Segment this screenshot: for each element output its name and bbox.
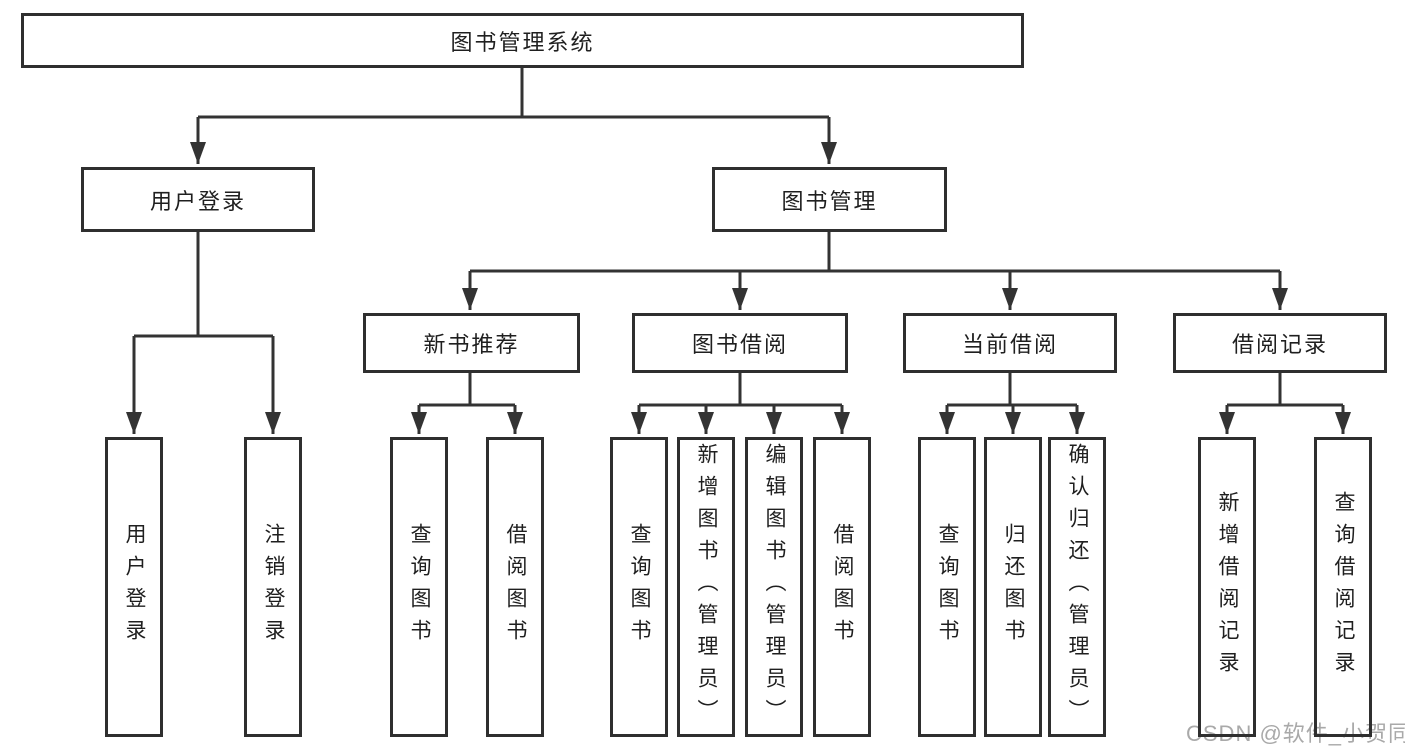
csdn-watermark: CSDN @软件_小贺同学: [1186, 721, 1405, 746]
leaf-confirm-return-admin: 确认归还（管理员）: [1048, 437, 1106, 737]
leaf-borrow-books-1-label: 借阅图书: [504, 523, 527, 651]
node-root-label: 图书管理系统: [450, 29, 595, 55]
leaf-add-book-admin: 新增图书（管理员）: [677, 437, 735, 737]
leaf-return-book-label: 归还图书: [1002, 523, 1025, 651]
node-current-borrow-label: 当前借阅: [961, 332, 1058, 357]
node-borrow-records-label: 借阅记录: [1231, 332, 1328, 357]
leaf-logout: 注销登录: [244, 437, 302, 737]
leaf-query-books-1-label: 查询图书: [408, 523, 431, 651]
leaf-logout-label: 注销登录: [262, 523, 285, 651]
connector-book-borrow-to-leaves: [631, 373, 850, 434]
node-new-book-recommend: 新书推荐: [363, 313, 580, 373]
leaf-add-book-admin-label: 新增图书（管理员）: [695, 443, 718, 731]
leaf-borrow-books-1: 借阅图书: [486, 437, 544, 737]
leaf-confirm-return-admin-label: 确认归还（管理员）: [1066, 443, 1089, 731]
connector-book-management-to-level3: [462, 232, 1288, 310]
leaf-query-books-3-label: 查询图书: [936, 523, 959, 651]
leaf-query-borrow-record: 查询借阅记录: [1314, 437, 1372, 737]
connector-current-borrow-to-leaves: [939, 373, 1085, 434]
leaf-add-borrow-record-label: 新增借阅记录: [1216, 491, 1239, 683]
node-user-login-label: 用户登录: [149, 188, 246, 214]
leaf-borrow-books-2: 借阅图书: [813, 437, 871, 737]
node-current-borrow: 当前借阅: [903, 313, 1117, 373]
leaf-query-books-3: 查询图书: [918, 437, 976, 737]
leaf-user-login-label: 用户登录: [123, 523, 146, 651]
node-new-book-recommend-label: 新书推荐: [423, 332, 520, 357]
leaf-query-borrow-record-label: 查询借阅记录: [1332, 491, 1355, 683]
leaf-return-book: 归还图书: [984, 437, 1042, 737]
node-book-borrow: 图书借阅: [632, 313, 848, 373]
leaf-query-books-2: 查询图书: [610, 437, 668, 737]
connector-borrow-records-to-leaves: [1219, 373, 1351, 434]
node-book-management-label: 图书管理: [781, 188, 878, 214]
leaf-query-books-1: 查询图书: [390, 437, 448, 737]
node-root: 图书管理系统: [21, 13, 1024, 68]
leaf-add-borrow-record: 新增借阅记录: [1198, 437, 1256, 737]
leaf-edit-book-admin-label: 编辑图书（管理员）: [763, 443, 786, 731]
leaf-edit-book-admin: 编辑图书（管理员）: [745, 437, 803, 737]
connector-root-to-level2: [190, 68, 837, 164]
leaf-borrow-books-2-label: 借阅图书: [831, 523, 854, 651]
leaf-query-books-2-label: 查询图书: [628, 523, 651, 651]
connector-user-login-to-leaves: [126, 232, 281, 434]
node-book-management: 图书管理: [712, 167, 947, 232]
node-user-login: 用户登录: [81, 167, 315, 232]
node-borrow-records: 借阅记录: [1173, 313, 1387, 373]
connector-new-book-to-leaves: [411, 373, 523, 434]
leaf-user-login: 用户登录: [105, 437, 163, 737]
node-book-borrow-label: 图书借阅: [691, 332, 788, 357]
